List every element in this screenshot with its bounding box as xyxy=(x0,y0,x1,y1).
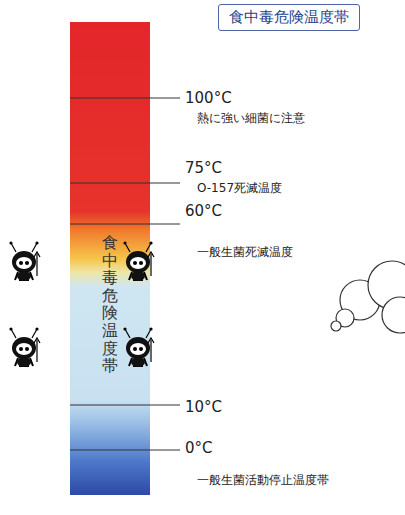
temperature-label: 10°C xyxy=(185,398,222,416)
note-text: 一般生菌活動停止温度帯 xyxy=(197,472,329,489)
danger-band: 食中毒危険温度帯 xyxy=(102,234,118,375)
note-text: 熱に強い細菌に注意 xyxy=(197,110,305,127)
temperature-label: 75°C xyxy=(185,159,222,177)
note-text: 一般生菌死滅温度 xyxy=(197,244,293,261)
title-box: 食中毒危険温度帯 xyxy=(218,4,360,31)
vertical-label: 食中毒危険温度帯 xyxy=(102,234,118,375)
temperature-label: 60°C xyxy=(185,202,222,220)
temperature-label: 100°C xyxy=(185,89,232,107)
note-text: O-157死滅温度 xyxy=(197,180,282,197)
temperature-label: 0°C xyxy=(185,439,213,457)
